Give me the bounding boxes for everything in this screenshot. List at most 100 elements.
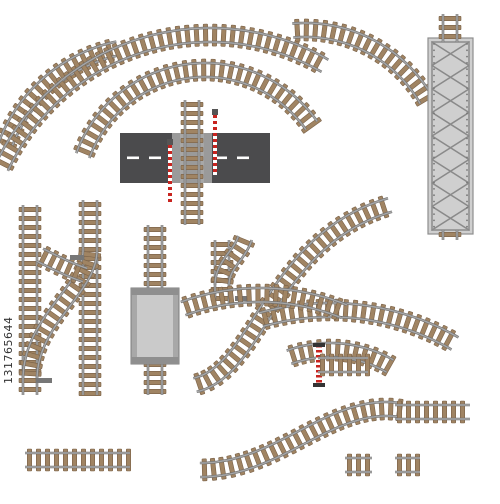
sleeper <box>78 363 102 370</box>
rivet <box>433 188 435 190</box>
sleeper <box>346 453 353 477</box>
sleeper <box>18 233 42 240</box>
barrier-stripe <box>213 151 217 154</box>
sleeper <box>438 15 462 22</box>
sleeper <box>364 453 371 477</box>
rivet <box>433 99 435 102</box>
rail-top <box>262 316 452 351</box>
sleeper <box>143 253 167 260</box>
sleeper <box>202 23 209 47</box>
barrier-stripe <box>213 145 217 148</box>
rivet <box>466 175 468 178</box>
barrier-stripe <box>168 148 172 151</box>
sleeper <box>18 287 42 294</box>
sleeper <box>459 400 466 424</box>
rivet <box>466 225 468 228</box>
road-marking <box>127 156 139 160</box>
sleeper <box>18 215 42 222</box>
rivet <box>433 175 435 178</box>
rivet <box>433 150 435 153</box>
rivet <box>433 213 435 216</box>
mid-right-curve-top <box>286 338 397 377</box>
rivet <box>466 219 468 222</box>
barrier-stripe <box>168 172 172 175</box>
barrier-stripe <box>213 142 217 145</box>
truss-brace <box>431 182 470 208</box>
switch-stub <box>36 246 88 284</box>
rivet <box>466 74 468 77</box>
rail-top <box>286 342 394 361</box>
barrier-stripe <box>168 157 172 160</box>
barrier-stripe <box>168 154 172 157</box>
rivet <box>433 131 435 134</box>
buffer-stripe <box>316 377 322 380</box>
rivet <box>466 143 468 146</box>
rail-top <box>293 36 421 104</box>
sleeper <box>18 269 42 276</box>
bottom-right-straight <box>395 400 470 424</box>
rivet <box>466 87 468 89</box>
sleeper <box>98 448 105 472</box>
large-curve-outer <box>0 23 330 172</box>
truss-brace <box>431 88 470 114</box>
short-piece <box>395 453 421 477</box>
sleeper <box>378 397 385 421</box>
sleeper <box>18 224 42 231</box>
sleeper <box>294 18 301 42</box>
rail-top <box>36 250 98 381</box>
rivet <box>433 106 435 108</box>
sleeper <box>180 119 204 126</box>
sleeper <box>405 453 412 477</box>
rivet <box>433 118 435 121</box>
rivet <box>433 43 435 45</box>
platform-edge <box>131 288 179 295</box>
rivet <box>466 93 468 96</box>
sleeper <box>414 453 421 477</box>
sleeper <box>78 336 102 343</box>
sleeper <box>78 354 102 361</box>
small-curve <box>0 39 120 150</box>
platform-edge <box>131 357 179 364</box>
rivet <box>433 112 435 115</box>
sleeper <box>423 400 430 424</box>
sleeper <box>201 458 208 482</box>
road-marking <box>149 156 161 160</box>
rivet <box>466 137 468 140</box>
rivet <box>466 181 468 184</box>
sleeper <box>337 353 344 377</box>
rivet <box>466 156 468 159</box>
barrier-stripe <box>168 178 172 181</box>
sleeper <box>116 448 123 472</box>
buffer-stripe <box>316 360 322 363</box>
mid-right-curve-lower <box>180 283 348 320</box>
sleeper <box>180 155 204 162</box>
sleeper <box>180 128 204 135</box>
sleeper <box>78 219 102 226</box>
sleeper <box>180 173 204 180</box>
road-marking <box>215 156 227 160</box>
barrier-stripe <box>213 115 217 118</box>
sleeper <box>143 271 167 278</box>
rivet <box>433 137 435 140</box>
platform-top <box>137 294 173 358</box>
sleeper <box>78 345 102 352</box>
rivet <box>466 49 468 52</box>
rivet <box>466 131 468 134</box>
barrier-stripe <box>213 124 217 127</box>
switch-lever <box>36 378 52 383</box>
rail-top <box>0 40 117 141</box>
buffer-stripe <box>316 365 322 368</box>
sleeper <box>78 201 102 208</box>
truss-brace <box>431 158 470 184</box>
sleeper <box>396 453 403 477</box>
buffer-stripe <box>316 350 322 353</box>
barrier-post <box>167 139 173 145</box>
switch-straight <box>78 200 102 397</box>
barrier-stripe <box>168 181 172 184</box>
rivet <box>466 80 468 83</box>
sleeper <box>18 386 42 393</box>
rivet <box>433 200 435 203</box>
sleeper <box>18 296 42 303</box>
rail-top <box>200 415 400 478</box>
